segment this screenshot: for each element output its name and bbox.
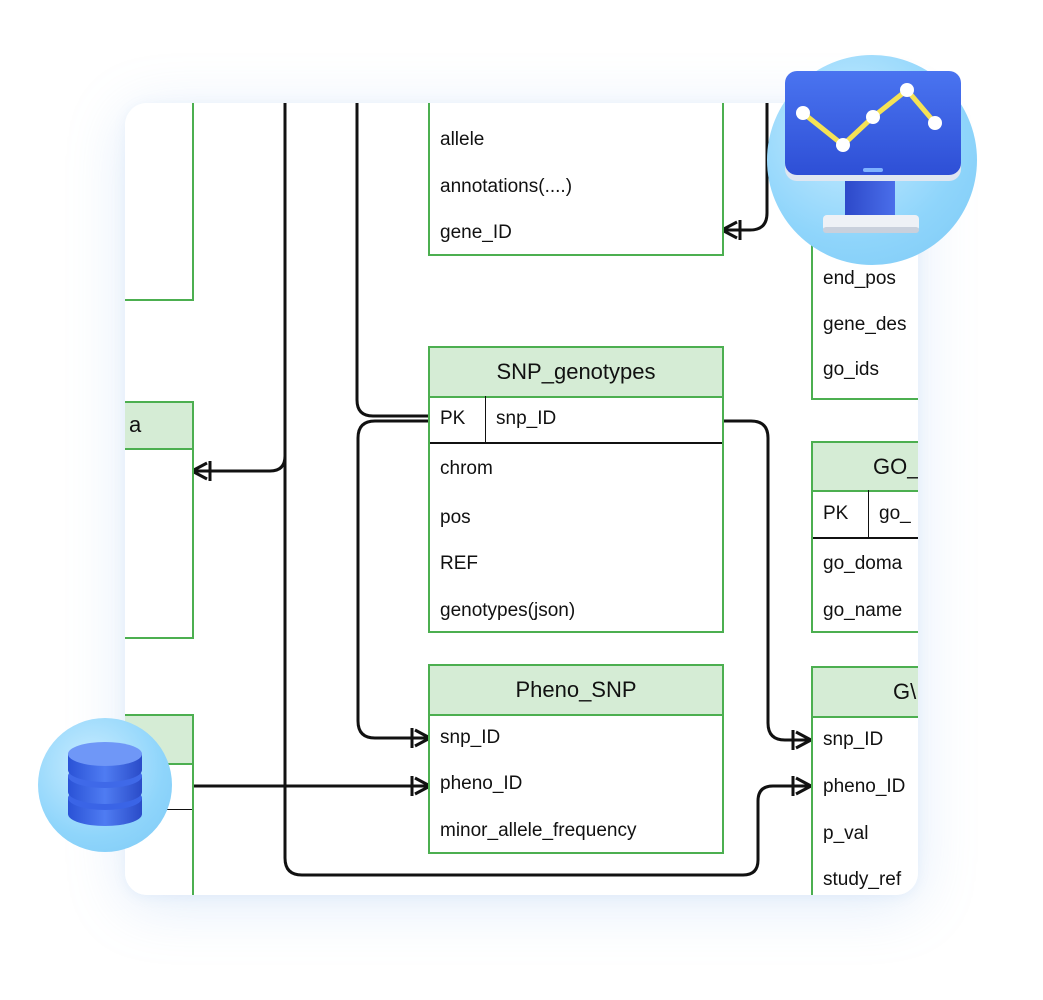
field-pheno-id: pheno_ID — [440, 773, 523, 794]
field-annotations: annotations(....) — [440, 176, 573, 197]
bottom-loop-gwas — [283, 784, 811, 877]
field-end-pos: end_pos — [823, 268, 896, 289]
monitor-badge — [767, 55, 977, 265]
annotation-to-gene-line — [722, 103, 769, 232]
entity-gwas: G\ snp_ID pheno_ID p_val study_ref — [811, 666, 918, 895]
field-chrom: chrom — [440, 458, 493, 479]
crows-foot-marks — [191, 220, 812, 796]
field-gwas-pheno-id: pheno_ID — [823, 776, 906, 797]
relationship-lines — [191, 103, 812, 877]
field-ref: REF — [440, 553, 478, 574]
field-pos: pos — [440, 507, 471, 528]
entity-pheno-snp-title: Pheno_SNP — [515, 677, 637, 702]
snp-to-gwas-line — [722, 419, 811, 742]
field-go-domain: go_doma — [823, 553, 903, 574]
field-gene-des: gene_des — [823, 314, 907, 335]
monitor-chart-icon — [785, 71, 961, 233]
entity-snp-genotypes-title: SNP_genotypes — [496, 359, 656, 384]
left-trunk-line — [192, 103, 287, 473]
entity-left-mid: a — [125, 401, 194, 639]
field-go-name: go_name — [823, 600, 903, 621]
entity-gwas-title: G\ — [893, 679, 917, 704]
pk-label: PK — [440, 408, 466, 429]
entity-left-top — [125, 103, 194, 301]
pk-field-go: go_ — [879, 503, 911, 524]
field-snp-id: snp_ID — [440, 727, 501, 748]
snp-to-pheno-line — [356, 419, 430, 740]
entity-snp-genotypes: SNP_genotypes PK snp_ID chrom pos REF ge… — [428, 346, 724, 633]
mid-trunk-line — [355, 103, 430, 418]
database-icon — [68, 742, 142, 826]
field-minor-allele-frequency: minor_allele_frequency — [440, 820, 637, 841]
field-gene-id: gene_ID — [440, 222, 512, 243]
field-allele: allele — [440, 129, 485, 150]
entity-pheno-snp: Pheno_SNP snp_ID pheno_ID minor_allele_f… — [428, 664, 724, 854]
field-go-ids: go_ids — [823, 359, 879, 380]
entity-go-title: GO_ — [873, 454, 918, 479]
entity-left-mid-title: a — [129, 412, 142, 437]
database-badge — [38, 718, 172, 852]
field-study-ref: study_ref — [823, 869, 902, 890]
entity-snp-annotation: allele annotations(....) gene_ID — [428, 103, 724, 256]
field-p-val: p_val — [823, 823, 869, 844]
field-genotypes-json: genotypes(json) — [440, 600, 576, 621]
pk-field-snp-id: snp_ID — [496, 408, 557, 429]
field-gwas-snp-id: snp_ID — [823, 729, 884, 750]
entity-go: GO_ PK go_ go_doma go_name — [811, 441, 918, 633]
pk-label: PK — [823, 503, 849, 524]
